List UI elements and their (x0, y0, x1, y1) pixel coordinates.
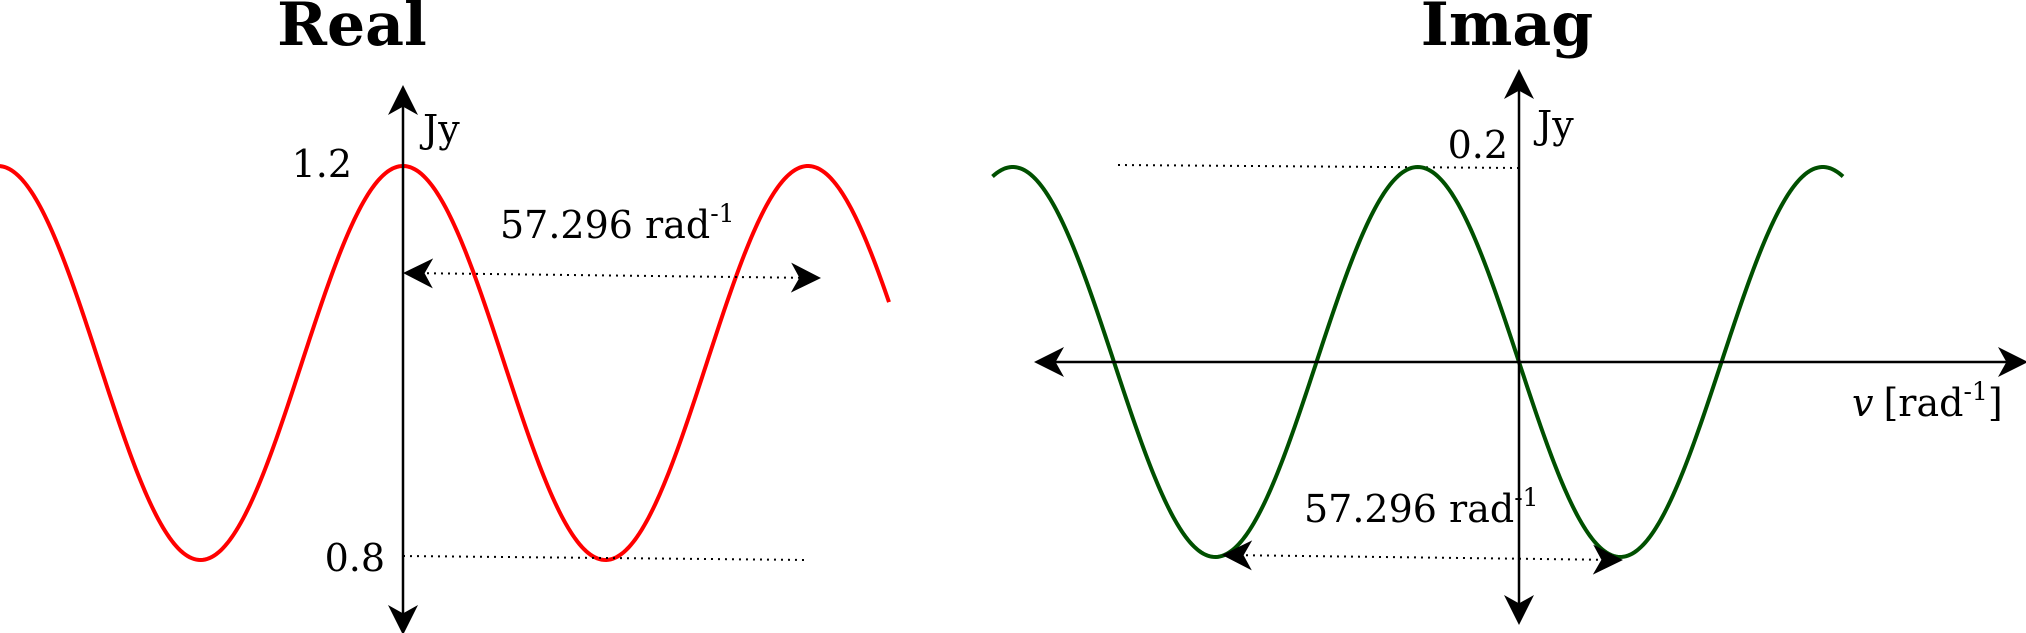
real-y-unit-label: Jy (419, 107, 460, 151)
real-title: Real (277, 0, 427, 60)
imag-period-annotation: 57.296 rad-1 (1222, 483, 1623, 575)
real-tick-min: 0.8 (325, 536, 385, 580)
imag-period-arrow (1222, 540, 1623, 575)
imag-panel: Imag Jy 0.2 v[rad-1] 57.296 rad-1 (991, 0, 2026, 625)
real-min-guide-line (402, 555, 809, 561)
imag-tick-max: 0.2 (1448, 123, 1508, 167)
imag-title: Imag (1421, 0, 1593, 60)
imag-sine-curve (991, 164, 1845, 559)
real-cosine-curve (0, 163, 891, 563)
imag-x-axis-label: v[rad-1] (1852, 377, 2003, 425)
real-panel: Real Jy 1.2 0.8 57.296 rad-1 (0, 0, 891, 633)
imag-y-unit-label: Jy (1533, 103, 1574, 147)
real-tick-max: 1.2 (292, 142, 352, 186)
real-period-annotation: 57.296 rad-1 (403, 199, 821, 293)
real-period-label: 57.296 rad-1 (500, 199, 735, 247)
imag-period-label: 57.296 rad-1 (1304, 483, 1539, 531)
real-period-arrow (403, 258, 821, 293)
